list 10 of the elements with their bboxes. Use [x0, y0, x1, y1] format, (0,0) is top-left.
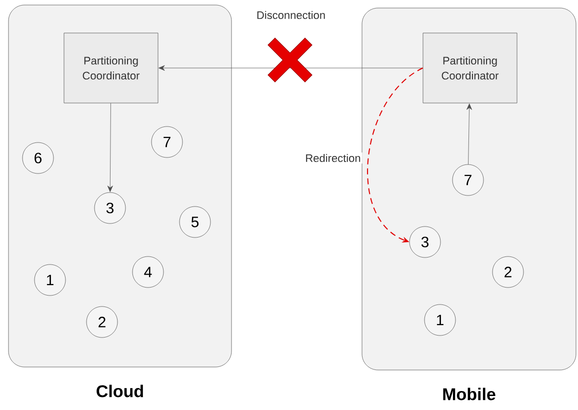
node-label: Cloud — [96, 384, 143, 398]
arrow — [107, 103, 113, 192]
arrow — [466, 104, 472, 164]
edge-label: Redirection — [304, 152, 362, 164]
process-box: Partitioning Coordinator — [64, 32, 158, 104]
node-label: Mobile — [443, 388, 496, 400]
arrow — [367, 68, 424, 242]
process-box: Partitioning Coordinator — [422, 32, 518, 104]
caption-text: Disconnection — [257, 10, 325, 20]
arrow — [158, 65, 423, 71]
